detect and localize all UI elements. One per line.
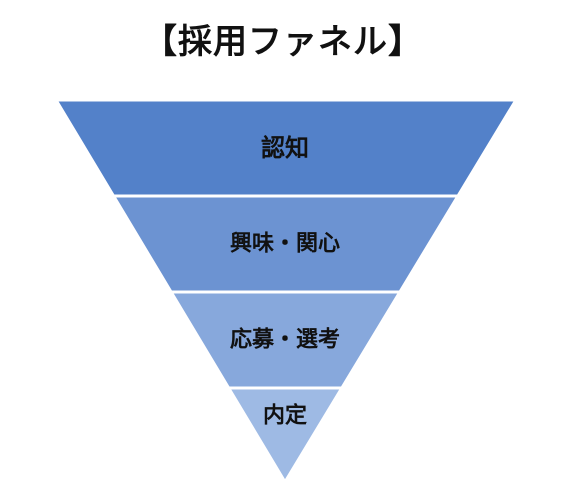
funnel-stage-label-4: 内定 <box>263 403 307 429</box>
diagram-title: 【採用ファネル】 <box>143 22 423 62</box>
funnel-stage-label-1: 認知 <box>261 134 309 162</box>
funnel-stage-4 <box>226 386 345 485</box>
funnel-stage-label-3: 応募・選考 <box>230 327 340 353</box>
funnel-stage-label-2: 興味・関心 <box>230 232 340 257</box>
